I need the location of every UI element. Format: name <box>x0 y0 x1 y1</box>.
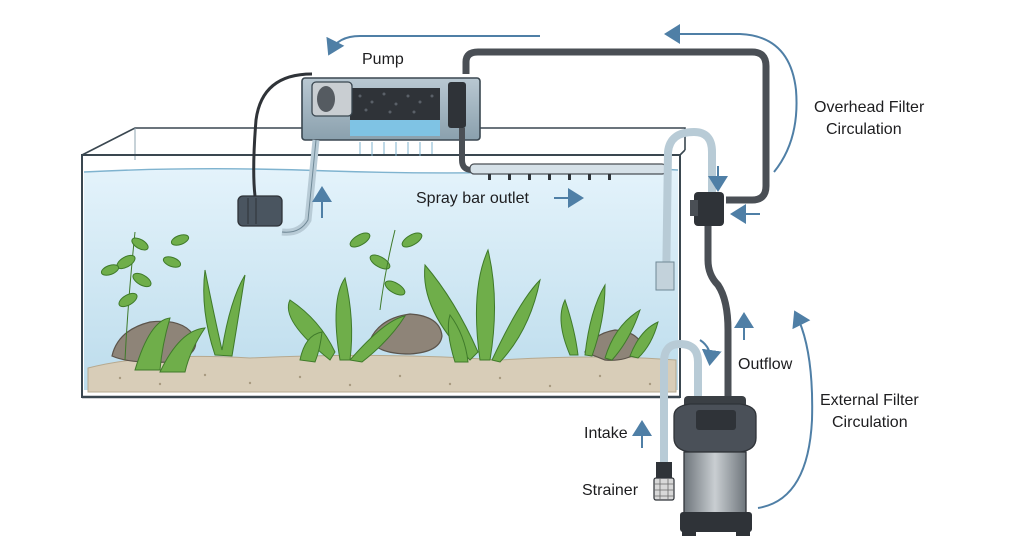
overhead-filter <box>301 77 481 156</box>
label-outflow: Outflow <box>738 356 793 373</box>
outflow-hose <box>704 226 732 400</box>
label-intake: Intake <box>584 425 628 442</box>
submersible-pump-icon <box>237 72 320 236</box>
t-valve-icon <box>690 192 724 226</box>
label-strainer: Strainer <box>582 482 639 499</box>
label-pump: Pump <box>362 51 404 68</box>
aquarium-plants <box>100 229 659 373</box>
tank-inner-hose <box>662 127 716 291</box>
flow-arrow-icon <box>312 24 814 509</box>
label-spray-bar-outlet: Spray bar outlet <box>416 190 530 207</box>
label-external-filter-line2: Circulation <box>832 414 908 431</box>
label-external-filter-line1: External Filter <box>820 392 919 409</box>
label-overhead-filter-line1: Overhead Filter <box>814 99 925 116</box>
spray-bar <box>459 128 667 180</box>
overhead-return-hose <box>462 48 770 204</box>
external-canister-filter <box>673 396 757 536</box>
label-overhead-filter-line2: Circulation <box>826 121 902 138</box>
strainer-icon <box>653 462 675 501</box>
intake-hose <box>660 339 702 466</box>
